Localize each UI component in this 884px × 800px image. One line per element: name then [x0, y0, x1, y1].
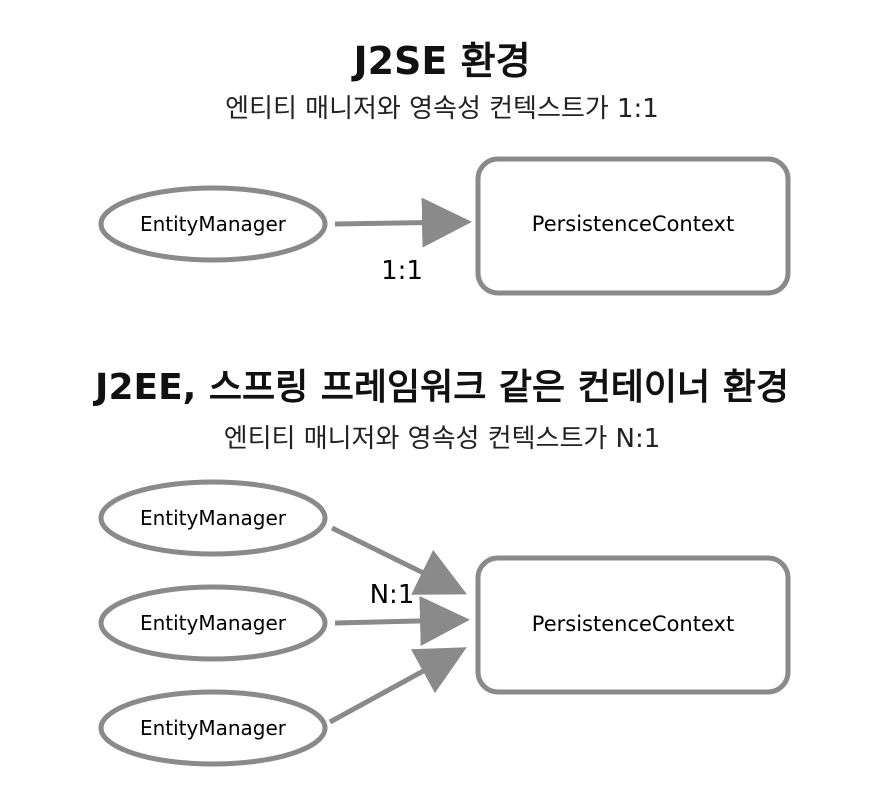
arrow-n1-middle: [334, 595, 470, 646]
arrow-1to1: [334, 197, 472, 248]
entity-manager-node-1: EntityManager: [98, 185, 328, 263]
persistence-context-node-1: PersistenceContext: [475, 156, 791, 296]
entity-manager-label: EntityManager: [140, 611, 287, 635]
entity-manager-label: EntityManager: [140, 506, 287, 530]
entity-manager-node-b: EntityManager: [98, 584, 328, 662]
ratio-label-2: N:1: [370, 580, 415, 610]
persistence-context-node-2: PersistenceContext: [475, 555, 791, 695]
persistence-context-label: PersistenceContext: [532, 212, 734, 236]
section1-subtitle: 엔티티 매니저와 영속성 컨텍스트가 1:1: [225, 94, 659, 124]
ratio-label-1: 1:1: [381, 256, 423, 286]
section1-title: J2SE 환경: [353, 39, 531, 83]
arrow-n1-bottom: [328, 647, 467, 725]
entity-manager-node-c: EntityManager: [98, 689, 328, 767]
entity-manager-label: EntityManager: [140, 212, 287, 236]
arrow-n1-top: [330, 525, 467, 595]
section2-title: J2EE, 스프링 프레임워크 같은 컨테이너 환경: [95, 367, 789, 408]
section2-subtitle: 엔티티 매니저와 영속성 컨텍스트가 N:1: [223, 424, 661, 454]
entity-manager-node-a: EntityManager: [98, 479, 328, 557]
entity-manager-label: EntityManager: [140, 716, 287, 740]
persistence-context-label: PersistenceContext: [532, 612, 734, 636]
